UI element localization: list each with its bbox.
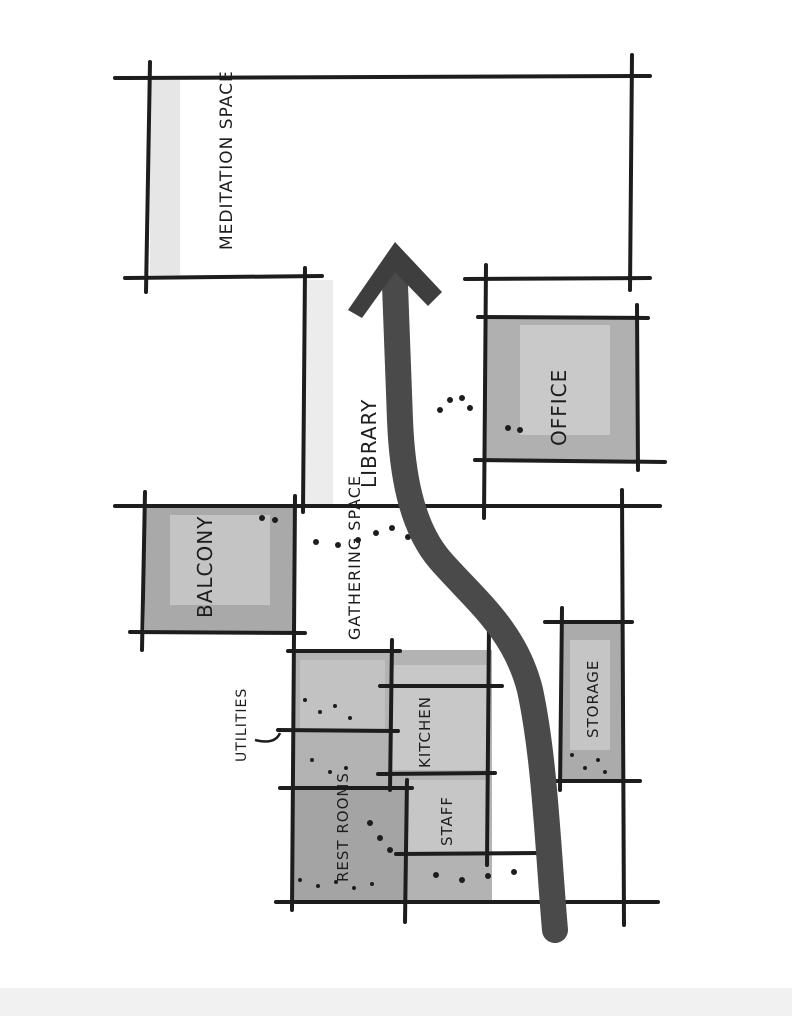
path-dot — [272, 517, 278, 523]
stipple-dot — [303, 698, 307, 702]
staff-bottom-wall — [394, 851, 542, 856]
stipple-dot — [328, 770, 332, 774]
stipple-dot — [316, 884, 320, 888]
marker-fills — [145, 80, 636, 900]
stipple-dot — [583, 766, 587, 770]
office-left-wall — [482, 263, 488, 520]
path-dot — [335, 542, 341, 548]
path-dot — [389, 525, 395, 531]
balcony-label: BALCONY — [193, 516, 217, 618]
office-lower-wall — [473, 458, 667, 464]
circulation-dots — [259, 395, 523, 883]
restrooms-label: REST ROOMS — [334, 772, 352, 882]
utilities-mid-wall — [276, 728, 400, 733]
staff-label: STAFF — [438, 796, 456, 846]
office-top-wall — [463, 276, 652, 281]
path-dot — [505, 425, 511, 431]
wall-lines — [113, 53, 667, 927]
storage-label: STORAGE — [584, 660, 602, 738]
service-right-wall — [485, 623, 491, 867]
path-dot — [459, 877, 465, 883]
utilities-leader — [254, 732, 282, 743]
path-dot — [511, 869, 517, 875]
stipple-dot — [298, 878, 302, 882]
kitchen-wall-vertical — [388, 638, 394, 792]
path-dot — [467, 405, 473, 411]
path-dot — [517, 427, 523, 433]
restrooms-right-wall — [403, 778, 409, 924]
stipple-dot — [333, 704, 337, 708]
storage-right-wall — [620, 488, 626, 927]
meditation-left-wall — [144, 60, 152, 294]
storage-left-wall — [558, 606, 564, 792]
page-bottom-band — [0, 988, 792, 1016]
stipple-dot — [318, 710, 322, 714]
stipple-dot — [370, 882, 374, 886]
kitchen-bottom-wall — [376, 771, 497, 776]
arrow-head — [348, 242, 442, 318]
path-dot — [373, 530, 379, 536]
staff-fill — [406, 780, 490, 855]
stipple-dot — [344, 766, 348, 770]
room-labels: MEDITATION SPACE LIBRARY OFFICE BALCONY … — [193, 70, 602, 882]
path-dot — [367, 820, 373, 826]
kitchen-fill-light — [392, 665, 487, 770]
path-dot — [447, 397, 453, 403]
stipple-dot — [570, 753, 574, 757]
gathering-label: GATHERING SPACE — [345, 475, 364, 640]
restrooms-fill — [292, 790, 406, 900]
circulation-arrow — [348, 242, 568, 943]
stipple-dots — [298, 698, 607, 890]
path-dot — [459, 395, 465, 401]
meditation-bottom-wall — [123, 274, 324, 280]
storage-fill-light — [570, 640, 610, 750]
path-dot — [313, 539, 319, 545]
utilities-fill-light — [300, 660, 385, 730]
path-dot — [259, 515, 265, 521]
balcony-bottom-wall — [128, 630, 307, 635]
stipple-dot — [334, 880, 338, 884]
library-label: LIBRARY — [357, 399, 381, 488]
library-edge-shade — [305, 280, 333, 505]
stipple-dot — [348, 716, 352, 720]
stipple-dot — [603, 770, 607, 774]
utilities-label: UTILITIES — [234, 688, 250, 762]
arrow-shaft — [382, 272, 568, 943]
path-dot — [377, 835, 383, 841]
balcony-right-wall — [290, 494, 297, 912]
meditation-label-line1: MEDITATION SPACE — [217, 70, 237, 250]
meditation-right-wall — [628, 53, 634, 292]
office-upper-wall — [476, 315, 650, 320]
path-dot — [437, 407, 443, 413]
path-dot — [485, 873, 491, 879]
balcony-fill-light — [170, 515, 270, 605]
office-fill-light — [520, 325, 610, 435]
stipple-dot — [352, 886, 356, 890]
path-dot — [387, 847, 393, 853]
library-left-wall — [301, 266, 307, 514]
path-dot — [433, 872, 439, 878]
balcony-left-wall — [140, 490, 147, 652]
stipple-dot — [310, 758, 314, 762]
office-label: OFFICE — [547, 369, 571, 446]
kitchen-label: KITCHEN — [416, 696, 434, 768]
path-dot — [355, 537, 361, 543]
stipple-dot — [596, 758, 600, 762]
meditation-top-wall — [113, 74, 652, 80]
office-right-wall — [635, 303, 640, 472]
meditation-edge-shade — [150, 80, 180, 275]
